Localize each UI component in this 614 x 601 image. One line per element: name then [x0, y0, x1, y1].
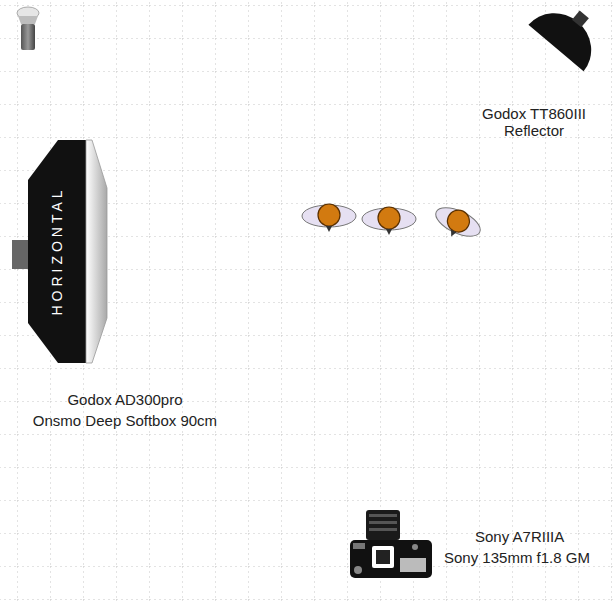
softbox [12, 140, 107, 363]
equipment-label: Onsmo Deep Softbox 90cm [33, 412, 217, 430]
equipment-label: Sony 135mm f1.8 GM [444, 549, 590, 567]
equipment-label: Reflector [504, 122, 564, 140]
reflector [528, 0, 611, 71]
subject [362, 207, 416, 235]
subject [429, 201, 484, 247]
camera [350, 510, 432, 578]
equipment-label: Sony A7RIIIA [475, 528, 564, 546]
small-light [17, 7, 39, 50]
equipment-label: Godox AD300pro [67, 391, 182, 409]
subject [302, 204, 356, 232]
softbox-brand: HORIZONTAL [48, 186, 66, 315]
equipment-label: Godox TT860III [482, 105, 586, 123]
